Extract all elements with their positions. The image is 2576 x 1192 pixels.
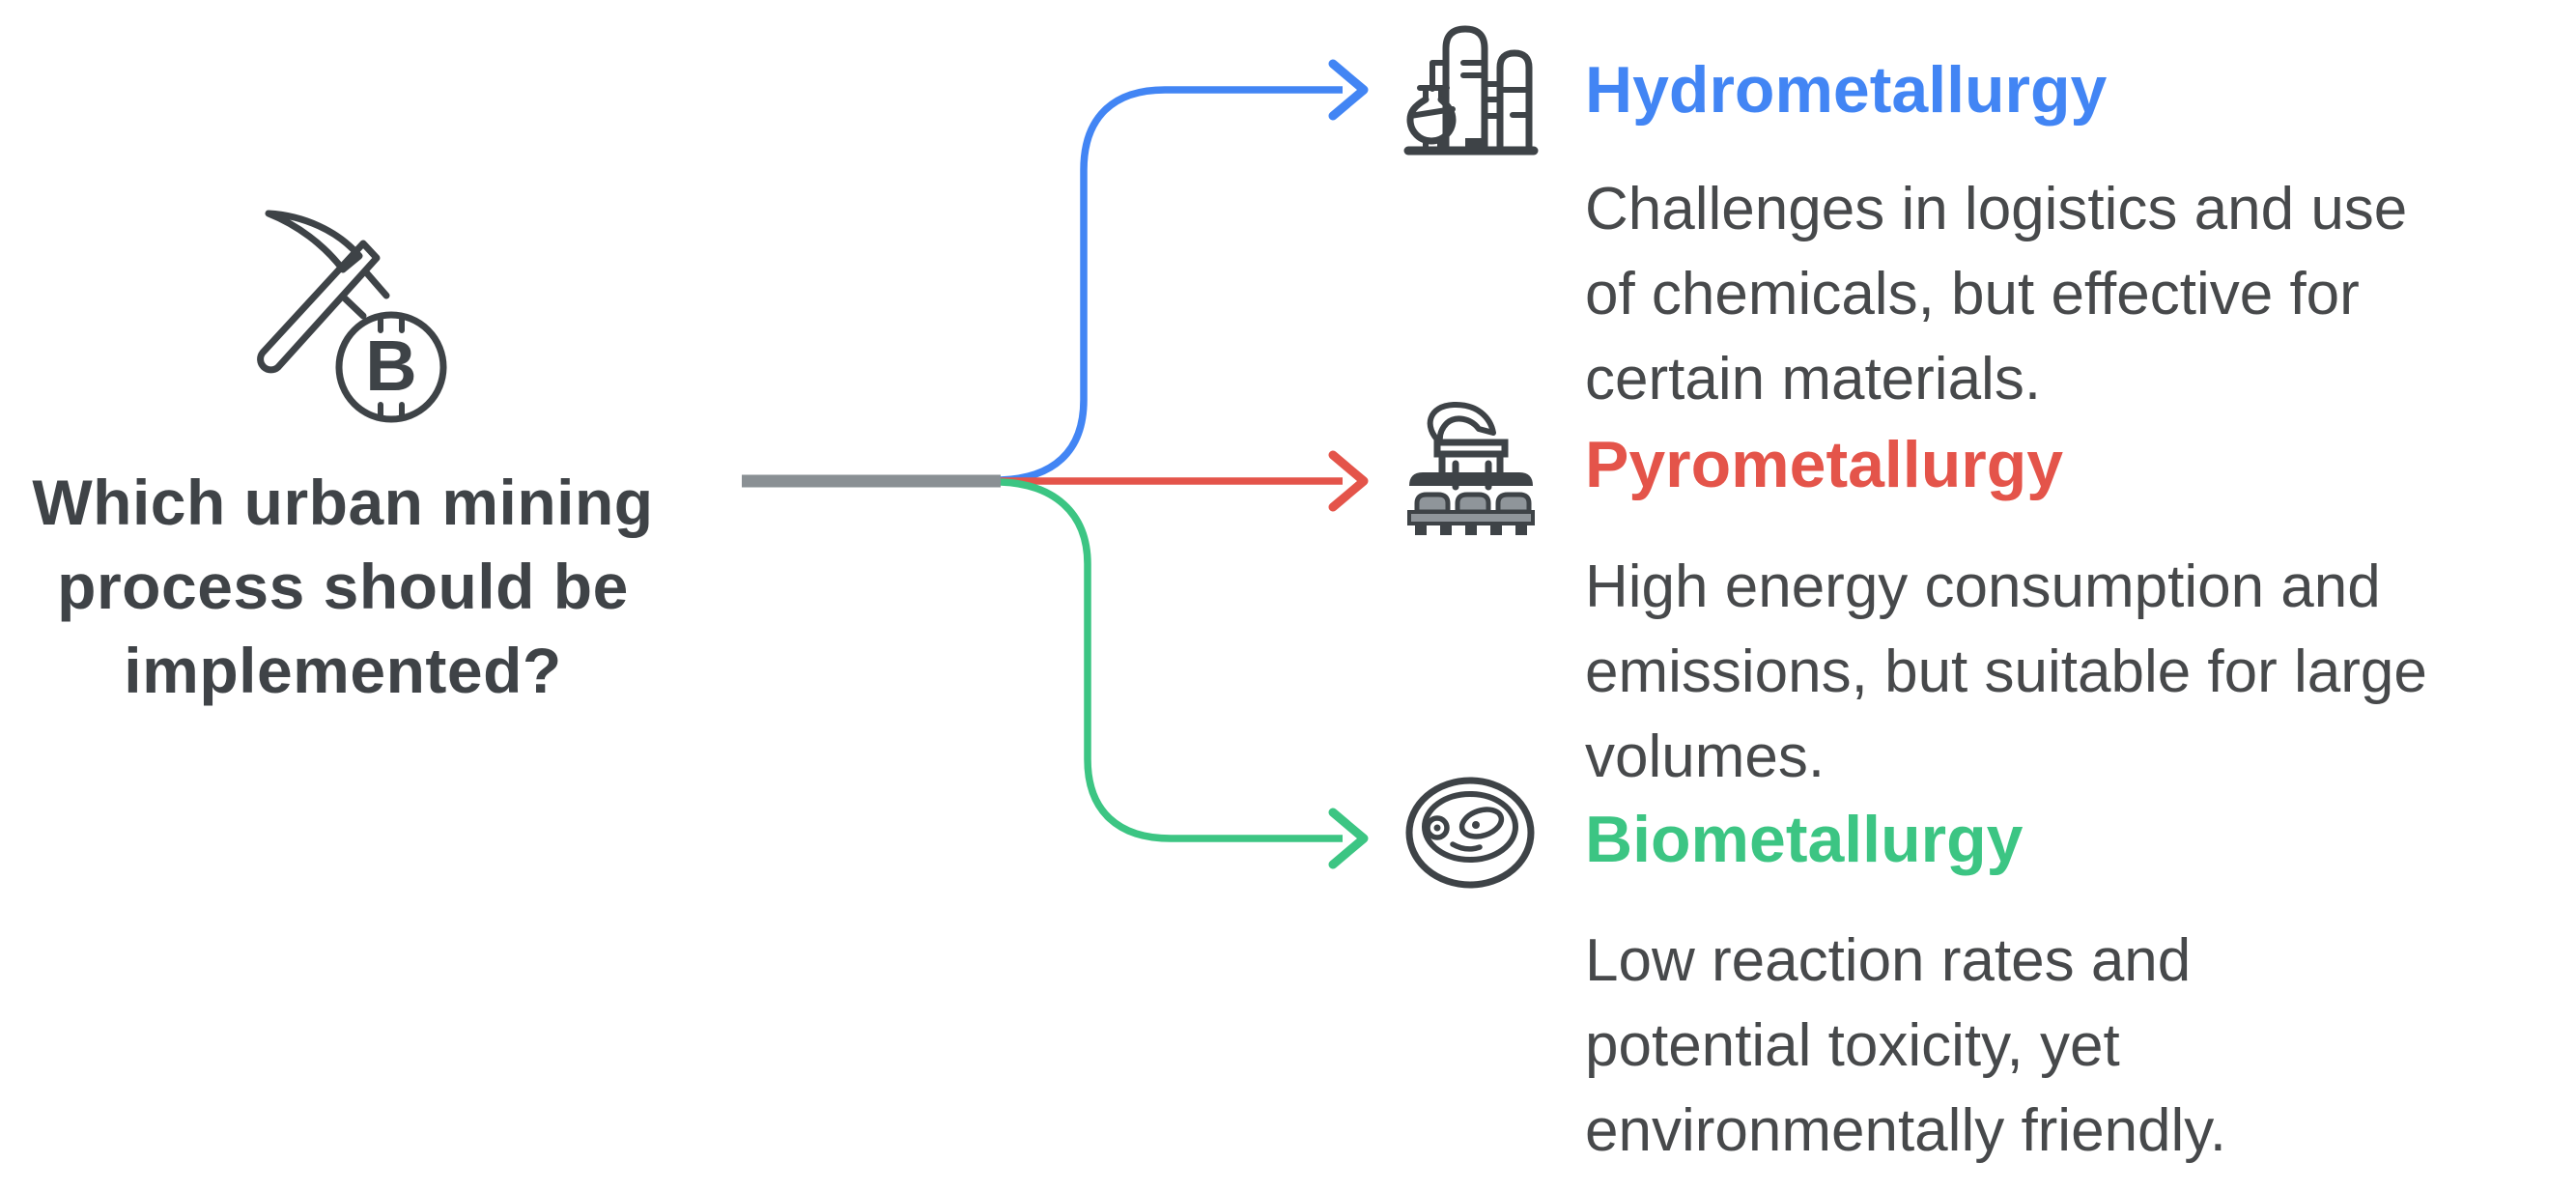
branch-title-pyrometallurgy: Pyrometallurgy — [1585, 428, 2064, 501]
branch-description-pyrometallurgy: High energy consumption and emissions, b… — [1585, 545, 2427, 800]
description-line: emissions, but suitable for large — [1585, 639, 2427, 705]
petri-dish-icon — [1405, 777, 1535, 889]
pickaxe-bitcoin-icon: B — [257, 210, 447, 423]
question-line: Which urban mining — [32, 467, 654, 538]
description-line: environmentally friendly. — [1585, 1097, 2226, 1164]
branch-line-hydrometallurgy — [1000, 86, 1343, 484]
description-line: potential toxicity, yet — [1585, 1012, 2120, 1079]
description-line: Challenges in logistics and use — [1585, 176, 2408, 242]
branch-line-biometallurgy — [1000, 478, 1343, 842]
svg-text:B: B — [365, 326, 416, 406]
refinery-icon — [1403, 25, 1539, 156]
description-line: volumes. — [1585, 724, 1826, 790]
branch-title-hydrometallurgy: Hydrometallurgy — [1585, 53, 2108, 127]
question-line: implemented? — [124, 635, 562, 706]
arrowhead-biometallurgy-icon — [1328, 808, 1369, 869]
branch-title-biometallurgy: Biometallurgy — [1585, 803, 2024, 876]
branch-description-biometallurgy: Low reaction rates and potential toxicit… — [1585, 919, 2226, 1174]
question-text: Which urban mining process should be imp… — [14, 461, 671, 713]
arrowhead-hydrometallurgy-icon — [1328, 59, 1369, 121]
description-line: Low reaction rates and — [1585, 927, 2192, 994]
arrowhead-pyrometallurgy-icon — [1328, 450, 1369, 512]
description-line: of chemicals, but effective for — [1585, 261, 2360, 327]
question-line: process should be — [57, 551, 629, 622]
branch-description-hydrometallurgy: Challenges in logistics and use of chemi… — [1585, 167, 2407, 422]
furnace-icon — [1407, 401, 1535, 535]
branch-connectors — [742, 59, 1369, 869]
description-line: certain materials. — [1585, 346, 2042, 412]
description-line: High energy consumption and — [1585, 553, 2381, 620]
